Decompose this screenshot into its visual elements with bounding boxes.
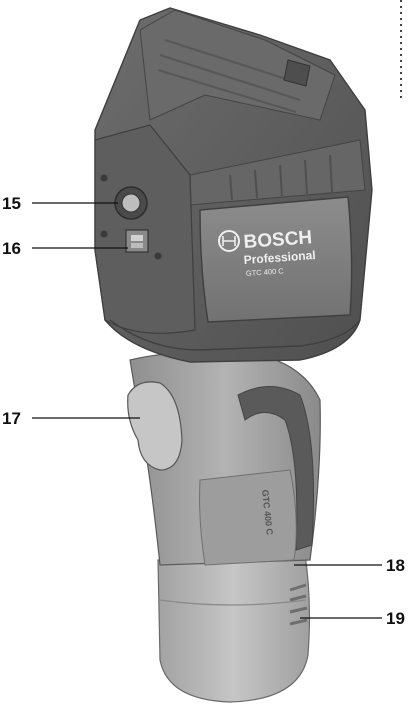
grip-front-panel: [199, 469, 297, 566]
trigger-button: [127, 381, 183, 471]
battery-pack: [157, 554, 311, 703]
top-rails: [157, 38, 306, 114]
callout-19: 19: [386, 609, 405, 628]
camera-lens-glass: [121, 193, 141, 213]
screw-icon: [100, 174, 108, 182]
top-cover: [139, 9, 336, 121]
screw-icon: [100, 230, 108, 238]
battery-release-ribs: [289, 583, 308, 626]
battery-seam: [159, 599, 307, 606]
side-face: [94, 124, 196, 334]
screw-icon: [154, 252, 162, 260]
callout-16: 16: [2, 239, 21, 258]
callout-15: 15: [2, 194, 21, 213]
product-line: Professional: [243, 248, 316, 267]
model-name: GTC 400 C: [246, 266, 285, 278]
brand-name: BOSCH: [243, 227, 313, 253]
callout-18: 18: [386, 556, 405, 575]
head-lower-rim: [109, 319, 361, 351]
bosch-logo-inner: [222, 236, 236, 246]
callout-17: 17: [2, 409, 21, 428]
ridge-grooves: [229, 154, 333, 201]
sensor-window-inner: [131, 243, 143, 248]
bosch-logo-icon: [218, 230, 240, 252]
display-panel: [199, 196, 353, 323]
grip-side-text: GTC 400 C: [260, 489, 275, 536]
grip-rubber-strip: [237, 386, 314, 551]
top-clip: [283, 59, 311, 87]
sensor-window-inner: [131, 235, 143, 241]
